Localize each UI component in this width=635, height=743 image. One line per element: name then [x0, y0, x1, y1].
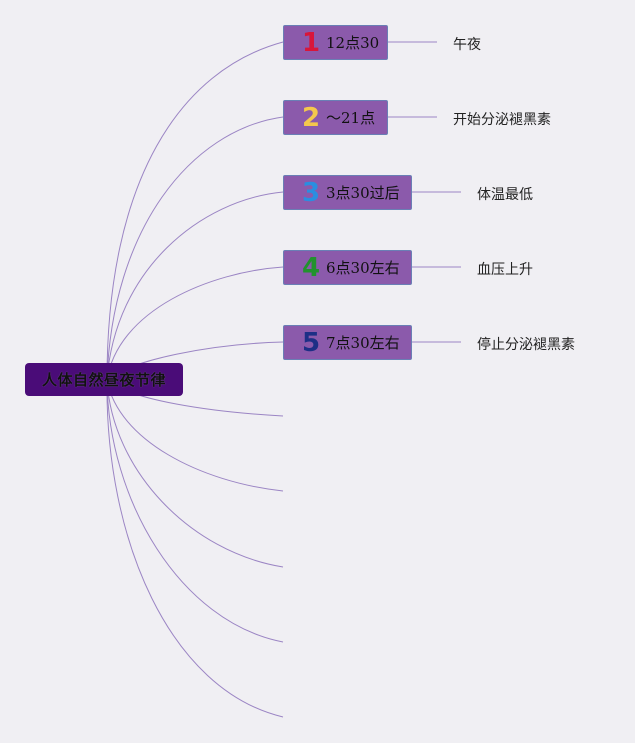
branch-label: 12点30: [326, 34, 380, 52]
branch-label: 7点30左右: [326, 334, 400, 352]
leaf-label[interactable]: 血压上升: [477, 262, 533, 278]
branch-label: 3点30过后: [326, 184, 400, 202]
connector-curve: [106, 191, 284, 381]
branch-label: 6点30左右: [326, 259, 400, 277]
connector-curve-empty: [106, 379, 284, 718]
leaf-label[interactable]: 停止分泌褪黑素: [477, 337, 575, 353]
root-node[interactable]: 人体自然昼夜节律: [25, 363, 183, 396]
branch-node-2[interactable]: 2 ～21点: [283, 100, 388, 135]
branch-node-4[interactable]: 4 6点30左右: [283, 250, 412, 285]
branch-node-1[interactable]: 1 12点30: [283, 25, 388, 60]
number-one-icon: 1: [301, 27, 321, 58]
branch-node-3[interactable]: 3 3点30过后: [283, 175, 412, 210]
branch-node-5[interactable]: 5 7点30左右: [283, 325, 412, 360]
leaf-label[interactable]: 体温最低: [477, 187, 533, 203]
connector-curve-empty: [106, 379, 284, 492]
connector-curve: [106, 41, 284, 381]
connector-curve-empty: [106, 379, 284, 568]
number-five-icon: 5: [301, 327, 321, 358]
number-three-icon: 3: [301, 177, 321, 208]
root-label: 人体自然昼夜节律: [41, 371, 166, 389]
connector-curve-empty: [106, 379, 284, 643]
leaf-label[interactable]: 开始分泌褪黑素: [453, 112, 551, 128]
connector-curve: [106, 266, 284, 381]
number-four-icon: 4: [301, 252, 321, 283]
branch-label: ～21点: [326, 109, 376, 127]
number-two-icon: 2: [301, 102, 321, 133]
leaf-label[interactable]: 午夜: [453, 37, 481, 53]
connector-curve: [106, 116, 284, 381]
